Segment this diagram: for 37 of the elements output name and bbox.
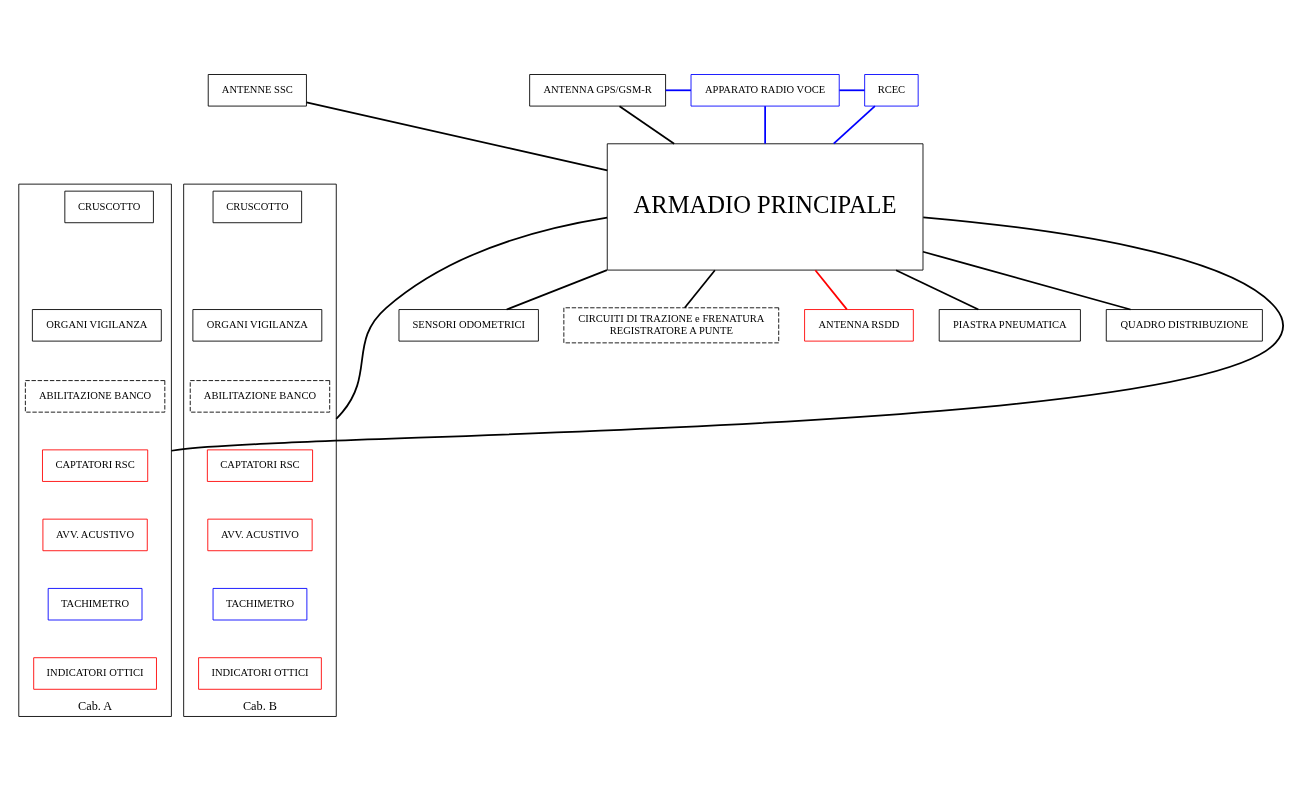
connector: [683, 269, 716, 309]
connector: [505, 269, 608, 311]
node-box: AVV. ACUSTIVO: [42, 518, 148, 552]
connector: [895, 269, 980, 311]
node-box: ARMADIO PRINCIPALE: [606, 143, 924, 271]
node-box: ABILITAZIONE BANCO: [189, 380, 331, 413]
connector: [335, 216, 608, 420]
node-box: ANTENNA GPS/GSM-R: [529, 74, 667, 107]
connector: [814, 269, 848, 311]
node-box: ABILITAZIONE BANCO: [24, 380, 166, 413]
node-box: CIRCUITI DI TRAZIONE e FRENATURA REGISTRATORE A PUNTE: [563, 307, 780, 344]
connector: [618, 105, 676, 145]
node-box: SENSORI ODOMETRICI: [398, 309, 539, 342]
connector: [170, 216, 1285, 452]
node-box: INDICATORI OTTICI: [33, 657, 157, 690]
node-box: QUADRO DISTRIBUZIONE: [1105, 309, 1263, 342]
node-box: ANTENNE SSC: [207, 74, 307, 107]
node-box: INDICATORI OTTICI: [198, 657, 322, 690]
node-box: ORGANI VIGILANZA: [192, 309, 323, 342]
node-box: CAPTATORI RSC: [42, 449, 149, 482]
connector: [838, 89, 866, 92]
connector: [832, 105, 876, 145]
node-box: TACHIMETRO: [212, 588, 308, 621]
connector: [305, 101, 609, 172]
connector: [922, 250, 1132, 311]
node-box: ANTENNA RSDD: [804, 309, 914, 342]
connector: [764, 105, 766, 145]
node-box: PIASTRA PNEUMATICA: [938, 309, 1081, 342]
node-box: ORGANI VIGILANZA: [31, 309, 162, 342]
node-box: CRUSCOTTO: [64, 190, 154, 224]
node-box: TACHIMETRO: [47, 588, 143, 621]
node-box: RCEC: [864, 74, 919, 107]
node-box: APPARATO RADIO VOCE: [690, 74, 840, 107]
node-box: CAPTATORI RSC: [206, 449, 314, 482]
connector: [664, 89, 692, 92]
node-box: CRUSCOTTO: [212, 190, 303, 224]
node-box: AVV. ACUSTIVO: [207, 518, 313, 552]
